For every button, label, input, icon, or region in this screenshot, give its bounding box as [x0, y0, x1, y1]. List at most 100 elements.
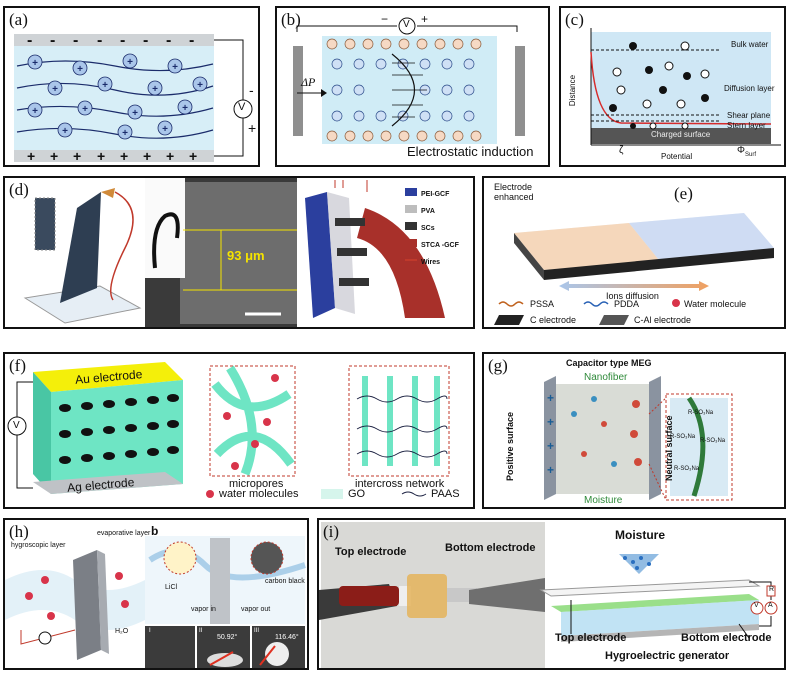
svg-text:+: + — [182, 103, 188, 114]
svg-text:-: - — [166, 32, 171, 49]
panel-h-water-label: H₂O — [115, 628, 129, 635]
panel-a-label: (a) — [9, 10, 28, 29]
svg-text:+: + — [166, 148, 174, 164]
panel-a-diagram: ---- ---- ++++ ++++ ++++ ++++ ++++ +++ — [14, 32, 253, 164]
legend-go: GO — [348, 488, 366, 500]
panel-c-diffusion-label: Diffusion layer — [724, 84, 775, 93]
panel-b-minus-sign: − — [381, 12, 389, 26]
panel-i-diagram — [319, 522, 778, 668]
panel-e-diagram — [494, 213, 774, 325]
svg-text:+: + — [547, 391, 554, 405]
panel-c-shear-label: Shear plane — [727, 111, 771, 120]
legend-wires: Wires — [421, 259, 441, 266]
panel-h-sub-label: b — [151, 524, 159, 538]
svg-text:-: - — [120, 32, 125, 49]
panel-g-group-2: R-SO₃Na — [670, 434, 696, 440]
svg-text:+: + — [172, 62, 178, 73]
panel-a-plus-sign: + — [248, 120, 257, 136]
svg-text:-: - — [189, 32, 194, 49]
panel-i-bottom-electrode-2: Bottom electrode — [681, 632, 772, 644]
panel-h-roman-3: III — [254, 628, 260, 634]
svg-text:+: + — [547, 415, 554, 429]
svg-text:+: + — [102, 80, 108, 91]
svg-text:+: + — [73, 148, 81, 164]
panel-i: (i) Top electrode Bottom electrode Moist… — [317, 518, 786, 670]
svg-text:+: + — [82, 104, 88, 115]
panel-g-group-4: R-SO₃Na — [674, 466, 700, 472]
panel-h-roman-1: I — [149, 628, 151, 634]
svg-text:+: + — [27, 148, 35, 164]
legend-pssa: PSSA — [530, 299, 555, 309]
panel-c-zeta-label: ζ — [619, 145, 624, 156]
panel-h-hygro-label: hygroscopic layer — [11, 542, 66, 549]
panel-i-generator-label: Hygroelectric generator — [605, 650, 730, 662]
panel-b-label: (b) — [281, 10, 301, 29]
panel-c-label: (c) — [565, 10, 584, 29]
legend-pva: PVA — [421, 208, 435, 215]
panel-c-x-axis-label: Potential — [661, 152, 693, 161]
panel-i-moisture-label: Moisture — [615, 528, 666, 542]
svg-text:+: + — [197, 80, 203, 91]
legend-stca-gcf: STCA -GCF — [421, 242, 459, 249]
legend-paas: PAAS — [431, 488, 460, 500]
panel-b: (b) V − + ΔP Electrostatic induction — [275, 6, 550, 167]
panel-d-label: (d) — [9, 180, 29, 199]
svg-text:-: - — [97, 32, 102, 49]
panel-h-diagram — [5, 536, 306, 668]
legend-pdda: PDDA — [614, 299, 640, 309]
panel-g-bottom-label: Moisture — [584, 495, 623, 506]
panel-b-caption: Electrostatic induction — [407, 144, 534, 159]
panel-a-meter-label: V — [238, 101, 246, 113]
svg-text:+: + — [97, 148, 105, 164]
panel-i-label: (i) — [323, 522, 340, 541]
panel-f: (f) Au electrode Ag electrode V micropor… — [3, 352, 475, 509]
legend-water-molecules: water molecules — [219, 488, 299, 500]
panel-d-thickness-label: 93 μm — [227, 248, 265, 263]
panel-g-label: (g) — [488, 356, 508, 375]
svg-text:+: + — [32, 58, 38, 69]
panel-g-top-label: Nanofiber — [584, 372, 628, 383]
panel-c-diagram — [590, 28, 781, 146]
panel-e: (e) Electrode enhanced Ions diffusion PS… — [482, 176, 786, 329]
panel-g-group-3: R-SO₃Na — [700, 438, 726, 444]
panel-h-vout-label: vapor out — [241, 606, 271, 613]
panel-g-diagram: ++++ — [544, 376, 733, 501]
panel-g-group-1: R-SO₃Na — [688, 410, 714, 416]
legend-scs: SCs — [421, 225, 435, 232]
panel-h-angle-2: 116.46° — [275, 634, 299, 641]
panel-f-label: (f) — [9, 356, 26, 375]
panel-c-charged-label: Charged surface — [651, 130, 711, 139]
svg-text:+: + — [122, 128, 128, 139]
svg-text:+: + — [120, 148, 128, 164]
svg-text:+: + — [547, 463, 554, 477]
panel-g-right-label: Neutral surface — [664, 415, 674, 481]
svg-text:+: + — [189, 148, 197, 164]
panel-i-top-electrode: Top electrode — [335, 546, 407, 558]
svg-text:-: - — [50, 32, 55, 49]
panel-b-pressure-label: ΔP — [301, 75, 316, 89]
legend-pei-gcf: PEI-GCF — [421, 191, 450, 198]
panel-h-carbon-label: carbon black — [265, 578, 305, 585]
panel-h-angle-1: 50.92° — [217, 634, 238, 641]
panel-i-meter-r: R — [769, 586, 775, 593]
panel-c-phi-label: ΦSurf — [737, 145, 756, 158]
panel-e-diffusion-label: Ions diffusion — [606, 291, 659, 301]
panel-f-meter-label: V — [13, 420, 20, 431]
panel-c: (c) Bulk water Diffusion layer Shear pla… — [559, 6, 786, 167]
svg-text:+: + — [62, 126, 68, 137]
panel-h-label: (h) — [9, 522, 29, 541]
panel-e-title: Electrode enhanced — [494, 182, 534, 202]
svg-text:+: + — [32, 106, 38, 117]
svg-text:+: + — [162, 124, 168, 135]
panel-f-network-label: intercross network — [355, 478, 445, 490]
svg-text:+: + — [50, 148, 58, 164]
svg-text:+: + — [152, 84, 158, 95]
panel-h-vin-label: vapor in — [191, 606, 216, 613]
panel-i-bottom-electrode: Bottom electrode — [445, 542, 536, 554]
panel-i-meter-v: V — [754, 602, 759, 609]
panel-a: (a) ---- ---- ++++ ++++ ++++ ++++ ++++ — [3, 6, 260, 167]
panel-e-label: (e) — [674, 184, 693, 203]
panel-d-diagram — [23, 178, 445, 327]
svg-text:-: - — [73, 32, 78, 49]
legend-c-electrode: C electrode — [530, 315, 577, 325]
